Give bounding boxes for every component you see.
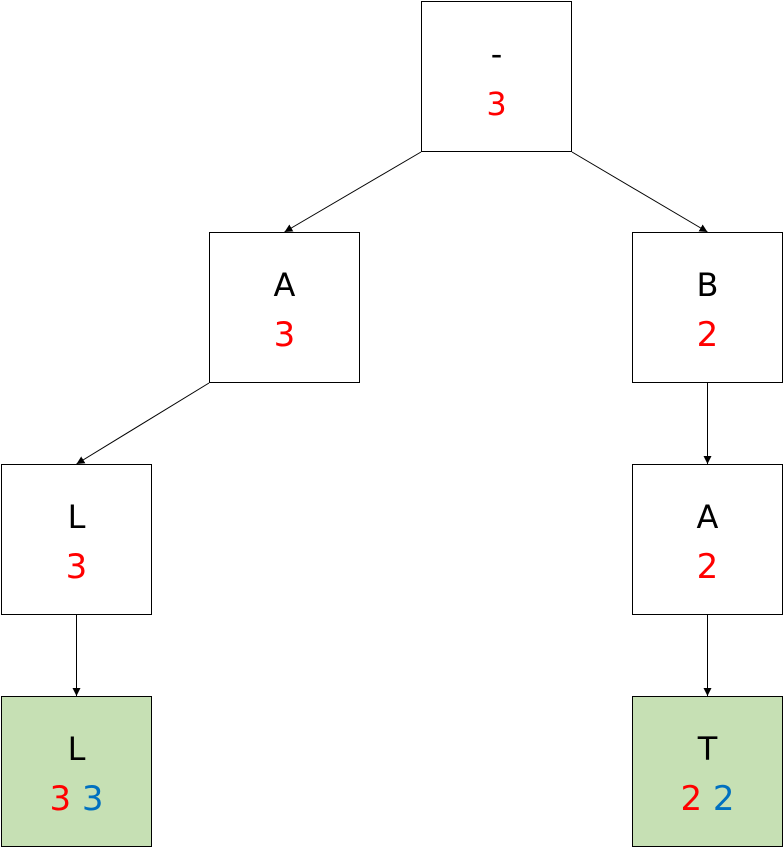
node-char: B [696, 266, 719, 304]
trie-leaf-node-t: T 2 2 [632, 696, 783, 847]
edge-root-b [571, 151, 708, 233]
node-char: L [67, 498, 86, 536]
node-count: 3 [273, 315, 296, 355]
trie-node-a: A 3 [209, 232, 360, 383]
node-count: 3 [486, 85, 507, 123]
trie-node-b: B 2 [632, 232, 783, 383]
edge-a1-l1 [76, 382, 210, 465]
node-count: 2 [696, 315, 719, 355]
trie-leaf-node-l: L 3 3 [1, 696, 152, 847]
node-count: 2 [680, 779, 703, 819]
edge-root-a1 [284, 151, 422, 233]
node-char: T [697, 730, 718, 768]
node-count: 2 [696, 547, 719, 587]
node-char: A [273, 266, 296, 304]
node-char: A [696, 498, 719, 536]
terminal-count: 3 [81, 779, 104, 819]
node-count: 3 [49, 779, 72, 819]
trie-node-a: A 2 [632, 464, 783, 615]
trie-node-l: L 3 [1, 464, 152, 615]
trie-node-root: - 3 [421, 1, 572, 152]
node-char: - [490, 35, 503, 73]
node-count: 3 [65, 547, 88, 587]
node-char: L [67, 730, 86, 768]
terminal-count: 2 [712, 779, 735, 819]
